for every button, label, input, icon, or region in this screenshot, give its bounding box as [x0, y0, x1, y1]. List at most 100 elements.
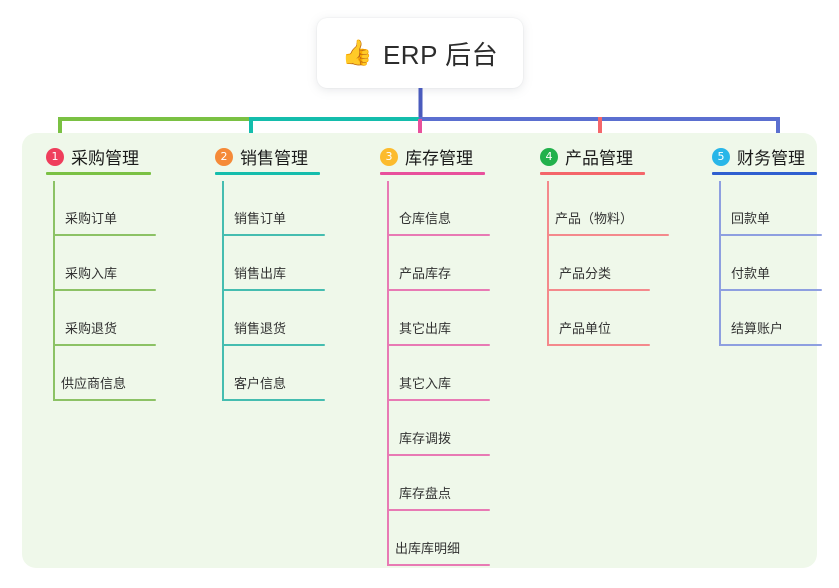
list-item[interactable]: 销售出库 — [222, 236, 325, 291]
item-spine — [53, 236, 55, 291]
item-rule — [222, 399, 325, 401]
item-rule — [387, 234, 490, 236]
branch-rule-3 — [380, 172, 485, 175]
list-item[interactable]: 付款单 — [719, 236, 822, 291]
item-rule — [222, 289, 325, 291]
item-spine — [547, 291, 549, 346]
item-spine — [387, 456, 389, 511]
item-spine — [222, 181, 224, 236]
item-label: 产品（物料） — [555, 211, 634, 226]
list-item[interactable]: 客户信息 — [222, 346, 325, 401]
item-label: 采购退货 — [65, 321, 118, 336]
item-label: 其它入库 — [399, 376, 452, 391]
branch-items-5: 回款单 付款单 结算账户 — [719, 181, 822, 346]
item-label: 销售出库 — [234, 266, 287, 281]
item-spine — [53, 181, 55, 236]
branch-badge-3: 3 — [380, 147, 398, 166]
item-rule — [387, 564, 490, 566]
item-rule — [53, 344, 156, 346]
list-item[interactable]: 产品库存 — [387, 236, 490, 291]
item-rule — [387, 289, 490, 291]
item-label: 产品单位 — [559, 321, 612, 336]
item-label: 供应商信息 — [61, 376, 127, 391]
item-spine — [53, 291, 55, 346]
list-item[interactable]: 产品单位 — [547, 291, 650, 346]
item-rule — [719, 234, 822, 236]
branch-rule-5 — [712, 172, 817, 175]
list-item[interactable]: 供应商信息 — [53, 346, 156, 401]
root-node-content: 👍 ERP 后台 — [342, 35, 498, 72]
item-spine — [387, 401, 389, 456]
list-item[interactable]: 出库库明细 — [387, 511, 490, 566]
item-spine — [547, 181, 549, 236]
branch-items-1: 采购订单 采购入库 采购退货 供应商信息 — [53, 181, 156, 401]
item-label: 其它出库 — [399, 321, 452, 336]
item-label: 采购入库 — [65, 266, 118, 281]
item-rule — [222, 344, 325, 346]
branches-panel: 1 采购管理 采购订单 采购入库 采购退货 — [22, 133, 822, 568]
branch-items-3: 仓库信息 产品库存 其它出库 其它入库 — [387, 181, 490, 566]
item-rule — [53, 289, 156, 291]
item-spine — [387, 346, 389, 401]
list-item[interactable]: 仓库信息 — [387, 181, 490, 236]
branch-title-1: 采购管理 — [71, 149, 139, 168]
branch-badge-5: 5 — [712, 147, 730, 166]
branch-title-5: 财务管理 — [737, 149, 805, 168]
item-spine — [719, 181, 721, 236]
item-spine — [53, 346, 55, 401]
list-item[interactable]: 采购退货 — [53, 291, 156, 346]
item-spine — [719, 291, 721, 346]
item-spine — [222, 291, 224, 346]
list-item[interactable]: 其它入库 — [387, 346, 490, 401]
item-spine — [222, 346, 224, 401]
item-rule — [719, 344, 822, 346]
item-rule — [53, 399, 156, 401]
item-label: 销售订单 — [234, 211, 287, 226]
branch-header-4[interactable]: 4 产品管理 — [540, 144, 633, 169]
item-label: 产品库存 — [399, 266, 452, 281]
item-rule — [387, 454, 490, 456]
item-label: 回款单 — [731, 211, 771, 226]
list-item[interactable]: 采购订单 — [53, 181, 156, 236]
list-item[interactable]: 回款单 — [719, 181, 822, 236]
branch-title-4: 产品管理 — [565, 149, 633, 168]
list-item[interactable]: 产品（物料） — [547, 181, 669, 236]
branch-badge-2: 2 — [215, 147, 233, 166]
item-rule — [222, 234, 325, 236]
branch-header-2[interactable]: 2 销售管理 — [215, 144, 308, 169]
item-rule — [53, 234, 156, 236]
list-item[interactable]: 销售订单 — [222, 181, 325, 236]
item-label: 仓库信息 — [399, 211, 452, 226]
item-label: 销售退货 — [234, 321, 287, 336]
root-node-erp-backend[interactable]: 👍 ERP 后台 — [317, 18, 523, 88]
list-item[interactable]: 库存盘点 — [387, 456, 490, 511]
branch-header-3[interactable]: 3 库存管理 — [380, 144, 473, 169]
item-label: 库存调拨 — [399, 431, 452, 446]
list-item[interactable]: 结算账户 — [719, 291, 822, 346]
list-item[interactable]: 产品分类 — [547, 236, 650, 291]
item-label: 产品分类 — [559, 266, 612, 281]
item-rule — [547, 344, 650, 346]
item-label: 客户信息 — [234, 376, 287, 391]
item-spine — [222, 236, 224, 291]
item-spine — [387, 236, 389, 291]
item-label: 采购订单 — [65, 211, 118, 226]
branch-items-4: 产品（物料） 产品分类 产品单位 — [547, 181, 669, 346]
branch-title-3: 库存管理 — [405, 149, 473, 168]
item-spine — [387, 181, 389, 236]
list-item[interactable]: 库存调拨 — [387, 401, 490, 456]
list-item[interactable]: 其它出库 — [387, 291, 490, 346]
branch-header-5[interactable]: 5 财务管理 — [712, 144, 805, 169]
item-rule — [387, 509, 490, 511]
item-spine — [387, 291, 389, 346]
branch-header-1[interactable]: 1 采购管理 — [46, 144, 139, 169]
list-item[interactable]: 采购入库 — [53, 236, 156, 291]
branch-items-2: 销售订单 销售出库 销售退货 客户信息 — [222, 181, 325, 401]
item-spine — [547, 236, 549, 291]
branch-rule-1 — [46, 172, 151, 175]
branch-title-2: 销售管理 — [240, 149, 308, 168]
item-label: 付款单 — [731, 266, 771, 281]
item-rule — [719, 289, 822, 291]
list-item[interactable]: 销售退货 — [222, 291, 325, 346]
item-label: 库存盘点 — [399, 486, 452, 501]
